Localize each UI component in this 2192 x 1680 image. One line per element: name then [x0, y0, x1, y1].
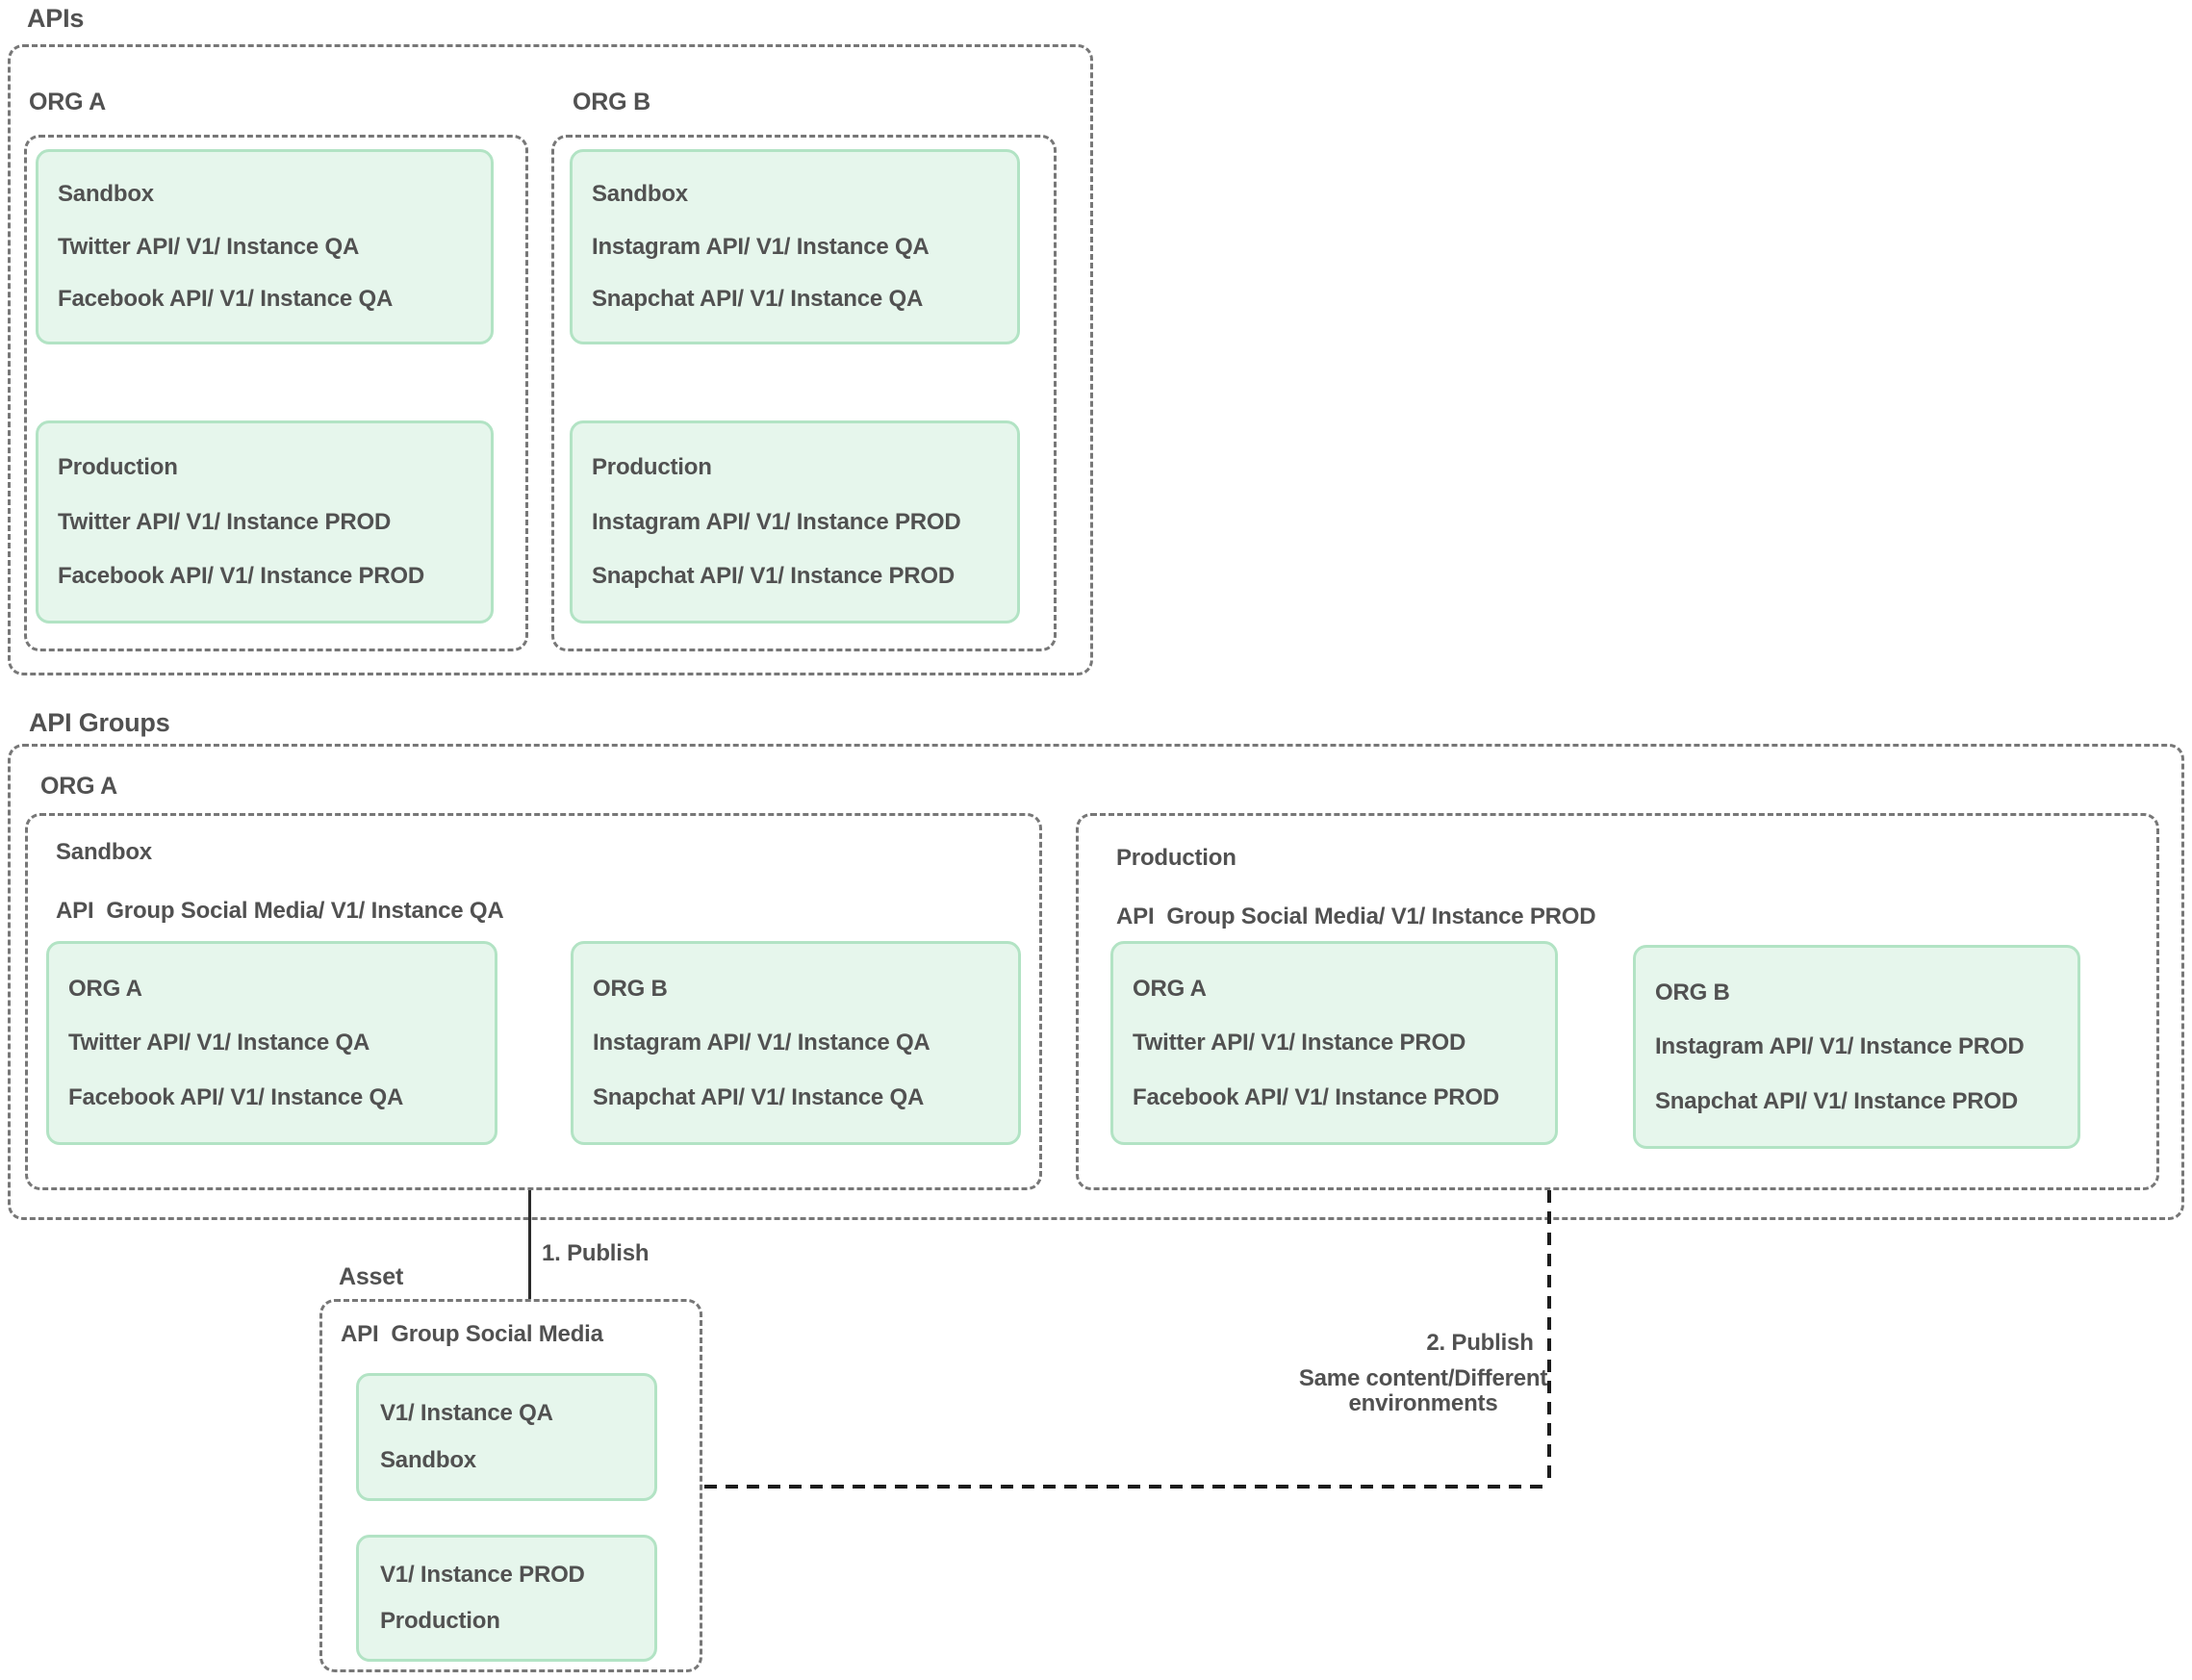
org-title: ORG A [68, 975, 142, 1002]
api-groups-production-org-a-box: ORG A Twitter API/ V1/ Instance PROD Fac… [1110, 941, 1558, 1145]
api-groups-org-a-label: ORG A [40, 773, 118, 800]
apis-org-b-label: ORG B [573, 89, 650, 115]
api-instance: Twitter API/ V1/ Instance QA [58, 233, 360, 260]
api-instance: Snapchat API/ V1/ Instance PROD [1655, 1087, 2019, 1114]
apis-org-a-container [24, 135, 528, 651]
org-title: ORG B [1655, 979, 1730, 1005]
api-instance: Snapchat API/ V1/ Instance PROD [592, 562, 956, 589]
api-instance: Twitter API/ V1/ Instance QA [68, 1030, 370, 1056]
publish1-connector-line [528, 1190, 531, 1299]
publish2-note: Same content/Different environments [1298, 1365, 1548, 1416]
api-groups-production-label: Production [1116, 845, 1236, 871]
apis-org-a-production-box: Production Twitter API/ V1/ Instance PRO… [36, 420, 494, 624]
api-instance: Instagram API/ V1/ Instance QA [593, 1030, 930, 1056]
apis-org-b-container [551, 135, 1057, 651]
api-groups-sandbox-label: Sandbox [56, 839, 152, 865]
api-groups-sandbox-container [25, 813, 1042, 1190]
apis-org-b-production-box: Production Instagram API/ V1/ Instance P… [570, 420, 1020, 624]
apis-org-a-label: ORG A [29, 89, 107, 115]
api-groups-section-title: API Groups [29, 708, 170, 737]
asset-instance-name: V1/ Instance PROD [380, 1561, 585, 1588]
asset-instance-prod-box: V1/ Instance PROD Production [356, 1535, 657, 1662]
asset-group-name: API Group Social Media [341, 1321, 603, 1347]
asset-instance-env: Sandbox [380, 1447, 476, 1473]
apis-container [8, 44, 1093, 675]
api-groups-production-container [1076, 813, 2159, 1190]
env-title: Production [58, 454, 178, 481]
api-groups-production-instance-title: API Group Social Media/ V1/ Instance PRO… [1116, 904, 1596, 929]
api-groups-sandbox-org-a-box: ORG A Twitter API/ V1/ Instance QA Faceb… [46, 941, 497, 1145]
api-instance: Twitter API/ V1/ Instance PROD [1133, 1030, 1466, 1056]
env-title: Production [592, 454, 712, 481]
publish2-connector-horizontal-line [704, 1485, 1551, 1489]
api-groups-production-org-b-box: ORG B Instagram API/ V1/ Instance PROD S… [1633, 945, 2080, 1149]
env-title: Sandbox [592, 181, 688, 208]
apis-org-b-sandbox-box: Sandbox Instagram API/ V1/ Instance QA S… [570, 149, 1020, 344]
api-instance: Twitter API/ V1/ Instance PROD [58, 508, 392, 535]
publish2-connector-vertical-line [1547, 1190, 1551, 1487]
publish1-label: 1. Publish [542, 1240, 650, 1266]
api-instance: Snapchat API/ V1/ Instance QA [592, 285, 924, 312]
api-groups-container [8, 744, 2184, 1220]
asset-instance-name: V1/ Instance QA [380, 1400, 553, 1426]
api-instance: Instagram API/ V1/ Instance PROD [592, 508, 961, 535]
api-instance: Instagram API/ V1/ Instance PROD [1655, 1033, 2025, 1059]
publish2-label: 2. Publish [1426, 1330, 1534, 1356]
apis-org-a-sandbox-box: Sandbox Twitter API/ V1/ Instance QA Fac… [36, 149, 494, 344]
org-title: ORG A [1133, 975, 1207, 1002]
api-instance: Facebook API/ V1/ Instance PROD [58, 562, 425, 589]
org-title: ORG B [593, 975, 668, 1002]
api-instance: Snapchat API/ V1/ Instance QA [593, 1083, 925, 1110]
asset-instance-env: Production [380, 1608, 500, 1635]
api-instance: Instagram API/ V1/ Instance QA [592, 233, 930, 260]
asset-instance-qa-box: V1/ Instance QA Sandbox [356, 1373, 657, 1501]
api-instance: Facebook API/ V1/ Instance QA [58, 285, 394, 312]
api-instance: Facebook API/ V1/ Instance PROD [1133, 1083, 1500, 1110]
api-groups-sandbox-instance-title: API Group Social Media/ V1/ Instance QA [56, 898, 504, 924]
asset-container [319, 1299, 702, 1672]
apis-section-title: APIs [27, 4, 85, 33]
asset-section-title: Asset [339, 1263, 404, 1290]
env-title: Sandbox [58, 181, 154, 208]
api-groups-sandbox-org-b-box: ORG B Instagram API/ V1/ Instance QA Sna… [571, 941, 1021, 1145]
api-instance: Facebook API/ V1/ Instance QA [68, 1083, 404, 1110]
